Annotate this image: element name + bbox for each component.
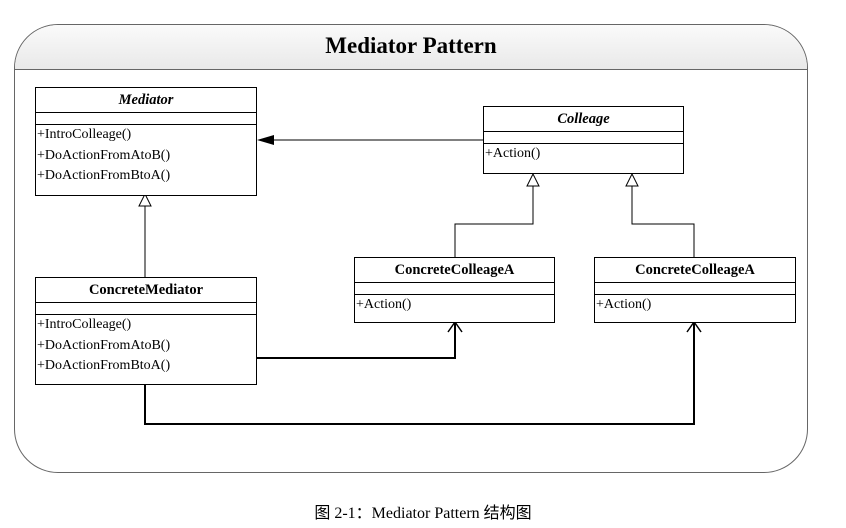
operation: +Action()	[596, 297, 652, 312]
class-mediator: Mediator +IntroColleage() +DoActionFromA…	[35, 87, 257, 196]
class-name: ConcreteMediator	[36, 278, 256, 303]
operation: +Action()	[485, 146, 541, 161]
diagram-title: Mediator Pattern	[325, 33, 497, 58]
operation: +IntroColleage()	[37, 317, 132, 332]
class-concrete-mediator: ConcreteMediator +IntroColleage() +DoAct…	[35, 277, 257, 385]
attributes-compartment	[595, 283, 795, 295]
generalization-colleage-a-right-to-colleage	[625, 172, 695, 257]
class-concrete-colleage-a-left: ConcreteColleageA +Action()	[354, 257, 555, 323]
attributes-compartment	[484, 132, 683, 144]
operations-compartment: +IntroColleage() +DoActionFromAtoB() +Do…	[36, 125, 256, 187]
operations-compartment: +Action()	[484, 144, 683, 165]
attributes-compartment	[355, 283, 554, 295]
operations-compartment: +IntroColleage() +DoActionFromAtoB() +Do…	[36, 315, 256, 377]
class-concrete-colleage-a-right: ConcreteColleageA +Action()	[594, 257, 796, 323]
generalization-colleage-a-left-to-colleage	[454, 172, 540, 257]
operation: +DoActionFromAtoB()	[37, 337, 171, 353]
class-name: ConcreteColleageA	[595, 258, 795, 283]
figure-caption: 图 2-1：Mediator Pattern 结构图	[314, 505, 532, 522]
association-colleage-to-mediator	[257, 135, 483, 145]
operation: +DoActionFromBtoA()	[37, 168, 171, 183]
attributes-compartment	[36, 113, 256, 125]
class-colleage: Colleage +Action()	[483, 106, 684, 174]
generalization-concrete-mediator-to-mediator	[138, 192, 152, 277]
attributes-compartment	[36, 303, 256, 315]
diagram-title-band: Mediator Pattern	[15, 25, 807, 70]
operations-compartment: +Action()	[595, 295, 795, 316]
operation: +DoActionFromBtoA()	[37, 358, 171, 373]
class-name: ConcreteColleageA	[355, 258, 554, 283]
operation: +IntroColleage()	[37, 127, 132, 142]
association-concrete-mediator-to-colleage-a-left	[256, 320, 463, 359]
operations-compartment: +Action()	[355, 295, 554, 316]
operation: +Action()	[356, 297, 412, 312]
class-name: Mediator	[36, 88, 256, 113]
class-name: Colleage	[484, 107, 683, 132]
operation: +DoActionFromAtoB()	[37, 147, 171, 163]
